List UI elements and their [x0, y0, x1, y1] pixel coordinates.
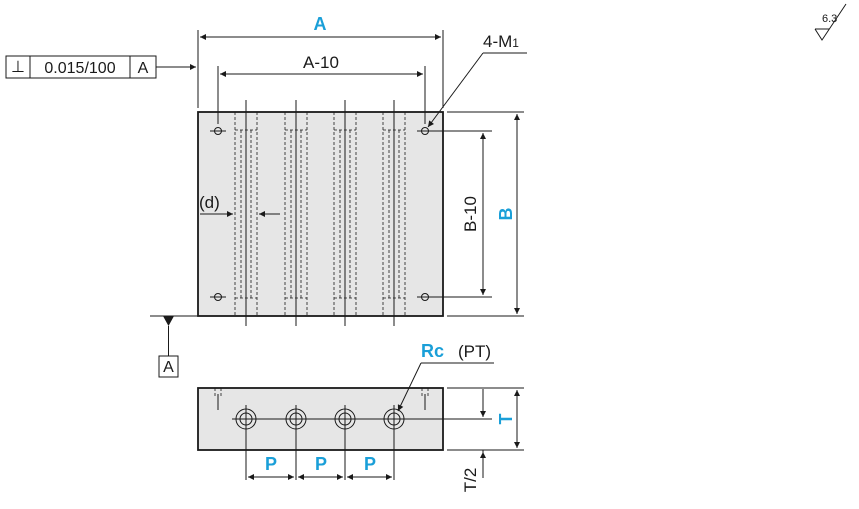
thread-callout-label: 4-M1: [483, 32, 519, 51]
passage-centerlines: [245, 100, 395, 326]
dimension-b-minus-10: B-10: [432, 130, 492, 298]
top-view: [197, 100, 444, 326]
dimension-t-half: T/2: [408, 389, 492, 492]
dim-t-half-label: T/2: [461, 468, 480, 493]
tolerance-value: 0.015/100: [44, 60, 115, 77]
pitch-label-2: P: [315, 454, 327, 474]
dimension-a-minus-10: A-10: [217, 53, 426, 124]
dim-t-label: T: [496, 414, 516, 425]
rc-callout: Rc (PT): [397, 341, 494, 412]
pitch-label-3: P: [364, 454, 376, 474]
dim-a-minus-10-label: A-10: [303, 53, 339, 72]
mounting-holes: [210, 127, 433, 301]
dim-a-label: A: [314, 14, 327, 34]
pitch-label-1: P: [265, 454, 277, 474]
datum-a-label: A: [163, 359, 174, 376]
perpendicularity-symbol: ⊥: [11, 59, 25, 76]
dim-b-label: B: [496, 208, 516, 221]
tolerance-datum: A: [138, 60, 149, 77]
dimension-b: B: [447, 111, 524, 317]
datum-a: A: [150, 315, 198, 378]
dimension-d: (d): [199, 193, 280, 217]
pt-label: (PT): [458, 342, 491, 361]
rc-label: Rc: [421, 341, 444, 361]
port-holes: [232, 405, 408, 480]
dimension-t: T: [447, 387, 524, 451]
dimension-a: A: [197, 14, 444, 108]
surface-roughness-value: 6.3: [822, 13, 837, 25]
dimension-pitch: P P P: [248, 454, 392, 480]
surface-roughness-symbol: 6.3: [814, 3, 847, 41]
thread-callout: 4-M1: [427, 32, 527, 128]
dim-b-minus-10-label: B-10: [461, 196, 480, 232]
top-view-body: [197, 111, 444, 317]
front-view: [197, 387, 444, 480]
dim-d-label: (d): [199, 193, 220, 212]
geometric-tolerance-frame: ⊥ 0.015/100 A: [5, 55, 196, 79]
